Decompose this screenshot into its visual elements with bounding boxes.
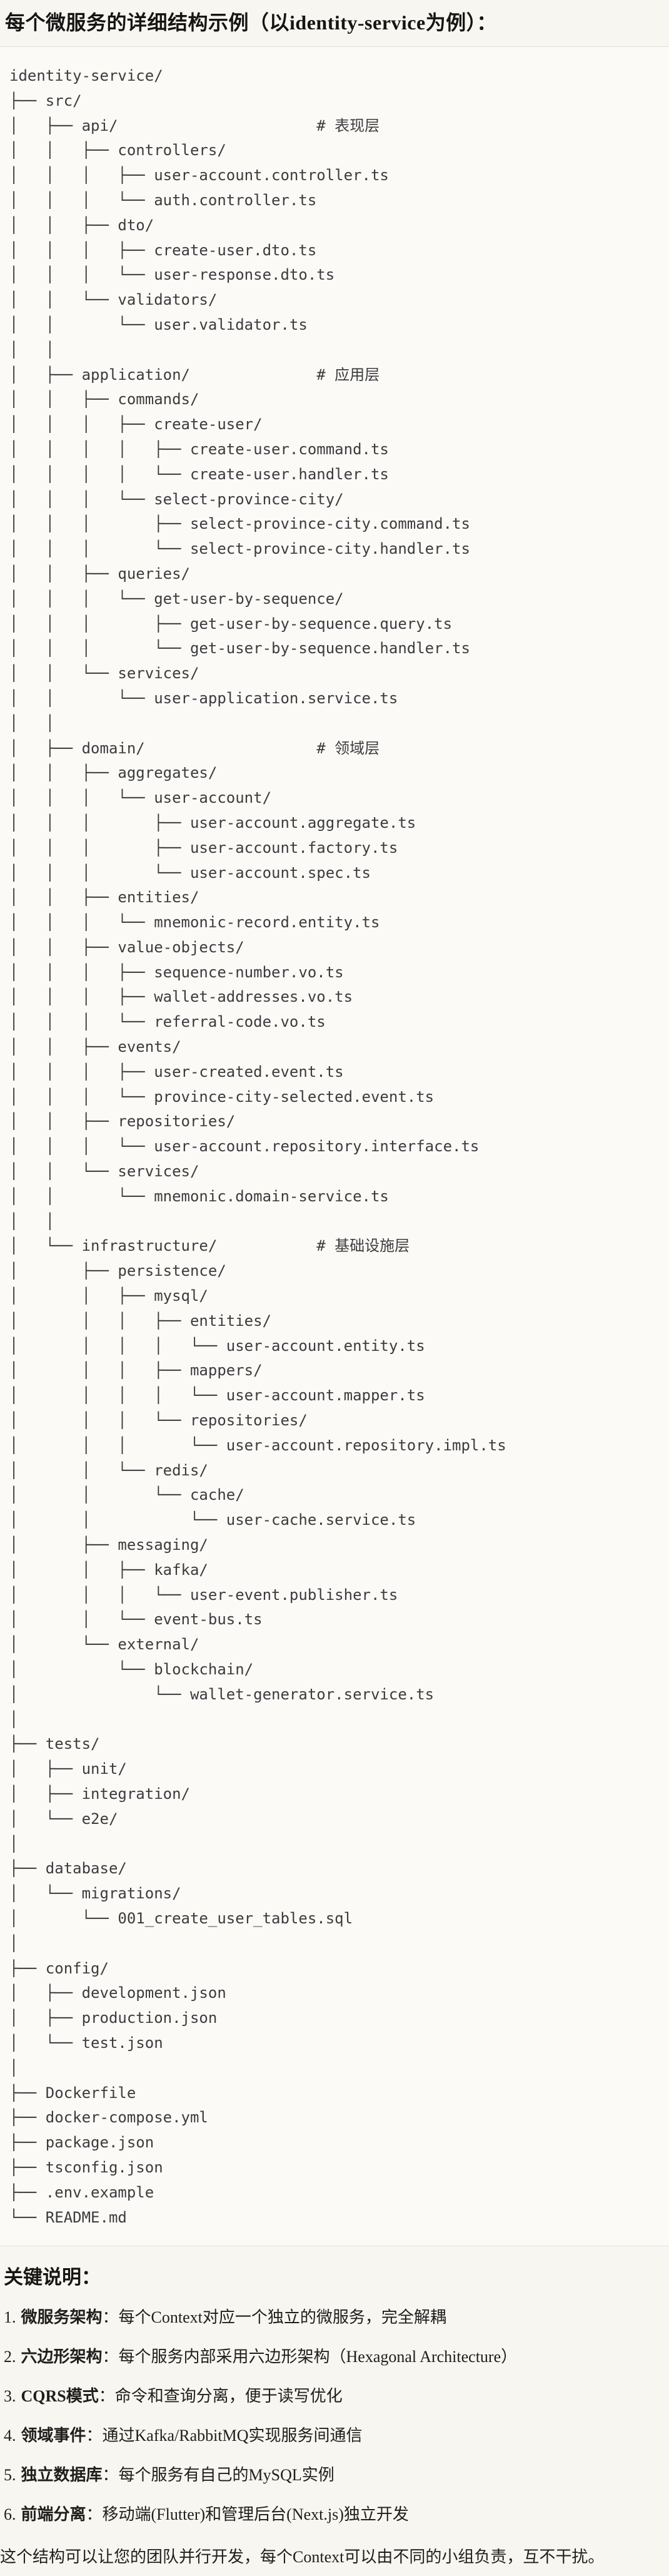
explanation-item: 5. 独立数据库：每个服务有自己的MySQL实例 <box>4 2464 663 2487</box>
item-number: 6. <box>4 2505 16 2524</box>
item-number: 1. <box>4 2308 16 2327</box>
footer-note: 这个结构可以让您的团队并行开发，每个Context可以由不同的小组负责，互不干扰… <box>0 2548 605 2567</box>
item-number: 5. <box>4 2466 16 2485</box>
explanation-item: 6. 前端分离：移动端(Flutter)和管理后台(Next.js)独立开发 <box>4 2503 663 2526</box>
item-label: 独立数据库 <box>21 2466 103 2485</box>
item-number: 4. <box>4 2426 16 2445</box>
explanations-list: 1. 微服务架构：每个Context对应一个独立的微服务，完全解耦 2. 六边形架构… <box>4 2306 663 2526</box>
explanation-item: 4. 领域事件：通过Kafka/RabbitMQ实现服务间通信 <box>4 2425 663 2447</box>
explanation-item: 3. CQRS模式：命令和查询分离，便于读写优化 <box>4 2385 663 2408</box>
item-number: 3. <box>4 2387 16 2406</box>
explanations-section: 关键说明： 1. 微服务架构：每个Context对应一个独立的微服务，完全解耦 2… <box>0 2265 669 2568</box>
item-text: ：每个服务内部采用六边形架构（Hexagonal Architecture） <box>102 2348 518 2366</box>
item-label: 前端分离 <box>21 2505 86 2524</box>
explanations-heading: 关键说明： <box>4 2266 101 2289</box>
explanation-item: 1. 微服务架构：每个Context对应一个独立的微服务，完全解耦 <box>4 2306 663 2329</box>
item-text: ：命令和查询分离，便于读写优化 <box>98 2387 343 2406</box>
item-text: ：每个Context对应一个独立的微服务，完全解耦 <box>102 2308 446 2327</box>
explanation-item: 2. 六边形架构：每个服务内部采用六边形架构（Hexagonal Architec… <box>4 2346 663 2368</box>
item-label: 六边形架构 <box>21 2348 103 2366</box>
item-label: 微服务架构 <box>21 2308 103 2327</box>
code-block: identity-service/ ├── src/ │ ├── api/ # … <box>0 46 669 2247</box>
item-text: ：通过Kafka/RabbitMQ实现服务间通信 <box>86 2426 363 2445</box>
item-label: CQRS模式 <box>21 2387 99 2406</box>
page-title: 每个微服务的详细结构示例（以identity-service为例）： <box>5 11 497 34</box>
directory-tree: identity-service/ ├── src/ │ ├── api/ # … <box>9 67 506 2226</box>
item-label: 领域事件 <box>21 2426 86 2445</box>
item-number: 2. <box>4 2348 16 2366</box>
item-text: ：移动端(Flutter)和管理后台(Next.js)独立开发 <box>86 2505 409 2524</box>
item-text: ：每个服务有自己的MySQL实例 <box>102 2466 334 2485</box>
